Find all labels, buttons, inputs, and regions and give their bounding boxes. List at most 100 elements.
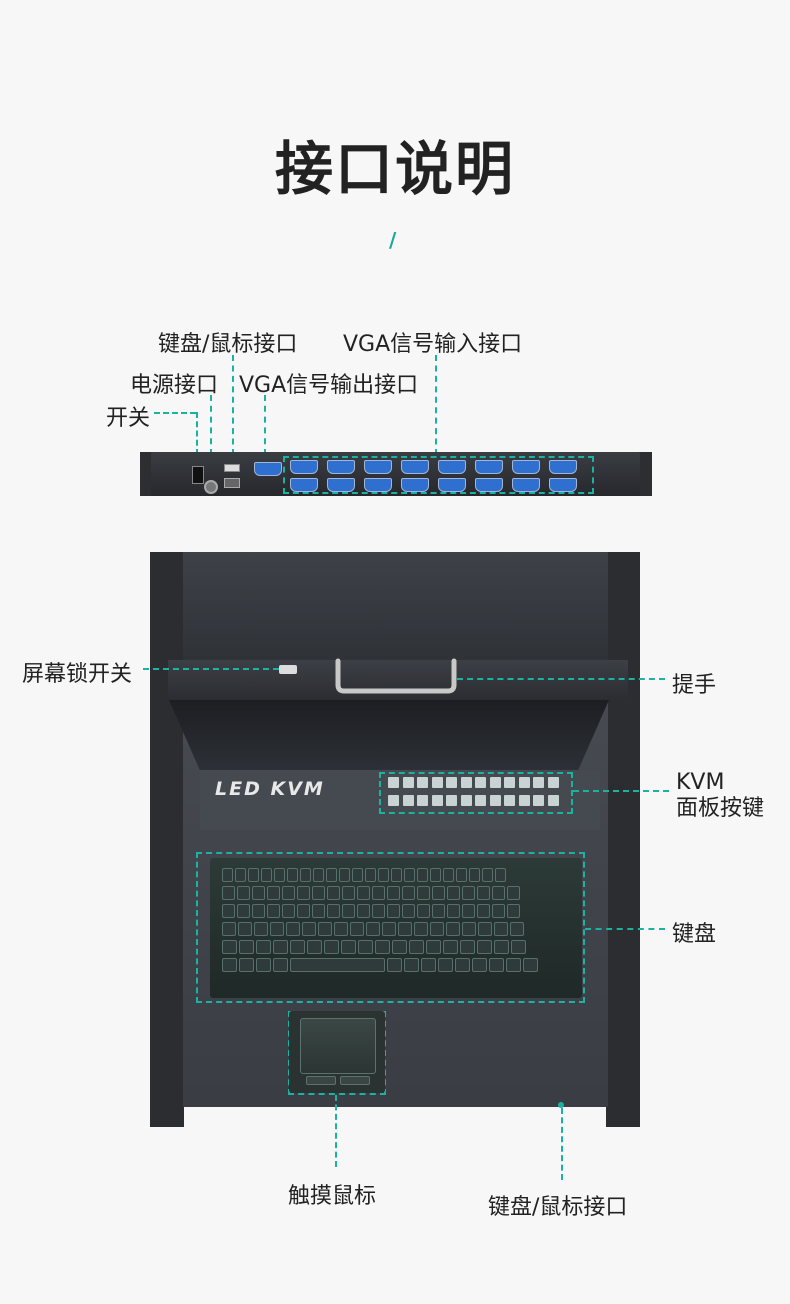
kvm-panel-button[interactable] <box>518 795 530 806</box>
keyboard-key[interactable] <box>252 886 265 900</box>
keyboard-key[interactable] <box>492 904 505 918</box>
keyboard-key[interactable] <box>261 868 272 882</box>
vga-output-connector[interactable] <box>254 462 282 476</box>
keyboard-key[interactable] <box>387 886 400 900</box>
kvm-panel-button[interactable] <box>460 795 472 806</box>
keyboard-key[interactable] <box>326 868 337 882</box>
keyboard-key[interactable] <box>478 922 492 936</box>
keyboard-key[interactable] <box>378 868 389 882</box>
vga-input-connector[interactable] <box>475 460 503 474</box>
keyboard-key[interactable] <box>290 958 385 972</box>
vga-input-connector[interactable] <box>549 478 577 492</box>
keyboard-key[interactable] <box>273 958 288 972</box>
keyboard-key[interactable] <box>237 886 250 900</box>
kvm-panel-button[interactable] <box>547 777 559 788</box>
keyboard-key[interactable] <box>366 922 380 936</box>
keyboard-key[interactable] <box>443 868 454 882</box>
keyboard-key[interactable] <box>446 922 460 936</box>
keyboard-key[interactable] <box>267 904 280 918</box>
keyboard-key[interactable] <box>312 886 325 900</box>
kvm-panel-button[interactable] <box>475 777 486 788</box>
keyboard-key[interactable] <box>238 922 252 936</box>
kvm-panel-button[interactable] <box>417 795 428 806</box>
keyboard-key[interactable] <box>274 868 285 882</box>
keyboard-key[interactable] <box>438 958 453 972</box>
keyboard-key[interactable] <box>402 904 415 918</box>
keyboard-key[interactable] <box>222 868 233 882</box>
keyboard-key[interactable] <box>239 958 254 972</box>
keyboard-key[interactable] <box>222 904 235 918</box>
vga-input-connector[interactable] <box>364 478 392 492</box>
kvm-panel-button[interactable] <box>547 795 559 806</box>
kvm-panel-button[interactable] <box>460 777 472 788</box>
keyboard-key[interactable] <box>404 958 419 972</box>
keyboard-key[interactable] <box>469 868 480 882</box>
keyboard-key[interactable] <box>414 922 428 936</box>
keyboard-key[interactable] <box>248 868 259 882</box>
keyboard-key[interactable] <box>324 940 339 954</box>
keyboard-key[interactable] <box>222 886 235 900</box>
power-switch[interactable] <box>192 466 204 484</box>
kvm-panel-button[interactable] <box>518 777 530 788</box>
kvm-panel-button[interactable] <box>446 777 457 788</box>
keyboard-key[interactable] <box>358 940 373 954</box>
keyboard-key[interactable] <box>421 958 436 972</box>
keyboard-key[interactable] <box>342 886 355 900</box>
keyboard-key[interactable] <box>302 922 316 936</box>
keyboard-key[interactable] <box>477 886 490 900</box>
keyboard-key[interactable] <box>312 904 325 918</box>
keyboard-key[interactable] <box>282 886 295 900</box>
keyboard-key[interactable] <box>313 868 324 882</box>
vga-input-connector[interactable] <box>290 478 318 492</box>
kvm-panel-button[interactable] <box>533 795 544 806</box>
keyboard-key[interactable] <box>507 904 520 918</box>
keyboard-key[interactable] <box>342 904 355 918</box>
keyboard-key[interactable] <box>297 886 310 900</box>
keyboard-key[interactable] <box>339 868 350 882</box>
vga-input-connector[interactable] <box>512 478 540 492</box>
keyboard-key[interactable] <box>350 922 364 936</box>
touchpad[interactable] <box>300 1018 376 1074</box>
keyboard-key[interactable] <box>237 904 250 918</box>
keyboard-key[interactable] <box>235 868 246 882</box>
keyboard-key[interactable] <box>307 940 322 954</box>
vga-input-connector[interactable] <box>364 460 392 474</box>
kvm-panel-button[interactable] <box>417 777 428 788</box>
keyboard-key[interactable] <box>300 868 311 882</box>
keyboard-key[interactable] <box>256 958 271 972</box>
keyboard-key[interactable] <box>455 958 470 972</box>
keyboard-key[interactable] <box>352 868 363 882</box>
kvm-panel-button[interactable] <box>489 777 501 788</box>
keyboard-key[interactable] <box>432 886 445 900</box>
keyboard-key[interactable] <box>462 886 475 900</box>
vga-input-connector[interactable] <box>475 478 503 492</box>
keyboard-key[interactable] <box>430 868 441 882</box>
keyboard-key[interactable] <box>318 922 332 936</box>
keyboard-key[interactable] <box>387 904 400 918</box>
keyboard-key[interactable] <box>409 940 424 954</box>
keyboard-key[interactable] <box>404 868 415 882</box>
keyboard-key[interactable] <box>472 958 487 972</box>
keyboard-key[interactable] <box>482 868 493 882</box>
vga-input-connector[interactable] <box>512 460 540 474</box>
keyboard-key[interactable] <box>222 922 236 936</box>
kvm-panel-button[interactable] <box>446 795 457 806</box>
touchpad-right-button[interactable] <box>340 1076 370 1085</box>
vga-input-connector[interactable] <box>401 460 429 474</box>
vga-input-connector[interactable] <box>290 460 318 474</box>
power-jack[interactable] <box>204 480 218 494</box>
keyboard-key[interactable] <box>510 922 524 936</box>
kvm-panel-button[interactable] <box>388 795 399 806</box>
keyboard-key[interactable] <box>494 940 509 954</box>
keyboard-key[interactable] <box>462 904 475 918</box>
keyboard-key[interactable] <box>334 922 348 936</box>
keyboard-key[interactable] <box>365 868 376 882</box>
keyboard-key[interactable] <box>494 922 508 936</box>
keyboard-key[interactable] <box>447 886 460 900</box>
keyboard-key[interactable] <box>239 940 254 954</box>
keyboard-key[interactable] <box>456 868 467 882</box>
keyboard-key[interactable] <box>477 940 492 954</box>
keyboard-key[interactable] <box>222 940 237 954</box>
keyboard-key[interactable] <box>523 958 538 972</box>
kvm-panel-button[interactable] <box>388 777 399 788</box>
